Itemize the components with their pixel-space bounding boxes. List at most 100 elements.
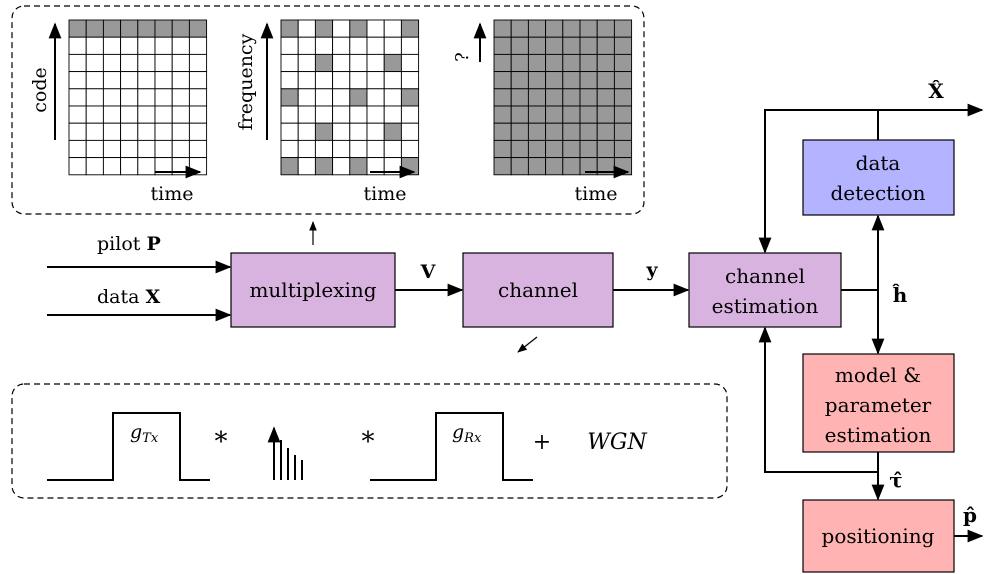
- time-label-2: time: [364, 183, 407, 205]
- grid-cell: [188, 139, 208, 159]
- grid-cell: [527, 139, 547, 159]
- grid-cell: [297, 157, 316, 176]
- grid-cell: [188, 53, 208, 73]
- grid-cell: [137, 53, 156, 73]
- channel-label: channel: [498, 278, 578, 302]
- grid-cell: [85, 53, 104, 73]
- grid-cell: [562, 157, 581, 176]
- grid-cell: [154, 53, 173, 73]
- grid-cell: [400, 53, 420, 73]
- grid-cell: [314, 139, 334, 159]
- grid-cell: [613, 19, 633, 38]
- grid-cell: [493, 19, 512, 38]
- g-tx-pulse: [47, 412, 210, 481]
- grid-cell: [510, 53, 529, 73]
- grid-cell: [280, 53, 299, 73]
- grid-cell: [579, 105, 598, 124]
- channel-estimation-label-2: estimation: [712, 294, 819, 318]
- grid-cell: [120, 139, 139, 159]
- grid-cell: [596, 53, 615, 73]
- grid-cell: [366, 19, 385, 38]
- grid-cell: [154, 139, 173, 159]
- grid-cell: [137, 88, 156, 107]
- grid-cell: [171, 139, 190, 159]
- grid-cell: [383, 53, 402, 73]
- grid-cell: [493, 157, 512, 176]
- grid-cell: [102, 88, 122, 107]
- time-label-3: time: [575, 183, 618, 205]
- grid-cell: [332, 88, 351, 107]
- grid-cell: [562, 88, 581, 107]
- x-hat-feedback-line: [758, 109, 879, 254]
- grid-cell: [493, 122, 512, 141]
- grid-cell: [383, 122, 402, 141]
- grid-cell: [400, 88, 420, 107]
- grid-cell: [154, 88, 173, 107]
- grid-cell: [154, 122, 173, 141]
- channel-estimation-label-1: channel: [725, 264, 805, 288]
- grid-cell: [68, 71, 87, 90]
- channel-model-panel: [11, 383, 728, 499]
- grid-cell: [188, 105, 208, 124]
- grid-cell: [545, 139, 564, 159]
- grid-cell: [493, 36, 512, 55]
- multiplexing-label: multiplexing: [249, 278, 376, 302]
- grid-cell: [545, 71, 564, 90]
- code-axis-label: code: [29, 67, 51, 113]
- frequency-axis-label: frequency: [235, 33, 257, 130]
- grid-cell: [596, 105, 615, 124]
- grid-cell: [613, 71, 633, 90]
- grid-cell: [613, 88, 633, 107]
- multiplexing-block: [230, 252, 396, 328]
- grid-cell: [297, 36, 316, 55]
- grid-cell: [383, 105, 402, 124]
- plus-symbol: +: [533, 430, 551, 455]
- grid-cell: [613, 36, 633, 55]
- grid-cell: [120, 36, 139, 55]
- grid-cell: [171, 19, 190, 38]
- grid-cell: [579, 36, 598, 55]
- grid-cell: [545, 53, 564, 73]
- grid-cell: [400, 122, 420, 141]
- p-hat-label: p̂: [963, 503, 977, 527]
- grid-cell: [400, 105, 420, 124]
- h-hat-label: ĥ: [892, 283, 908, 307]
- unknown-grid: [493, 19, 633, 176]
- x-hat-label: X̂: [928, 79, 944, 103]
- model-label-1: model &: [835, 363, 921, 387]
- grid-cell: [332, 105, 351, 124]
- grid-cell: [383, 71, 402, 90]
- grid-cell: [280, 71, 299, 90]
- grid-cell: [579, 88, 598, 107]
- channel-estimation-block: [688, 252, 842, 328]
- grid-cell: [171, 105, 190, 124]
- grid-cell: [314, 122, 334, 141]
- grid-cell: [579, 53, 598, 73]
- grid-cell: [383, 36, 402, 55]
- grid-cell: [297, 139, 316, 159]
- grid-cell: [332, 157, 351, 176]
- grid-cell: [493, 53, 512, 73]
- grid-cell: [562, 105, 581, 124]
- grid-cell: [188, 71, 208, 90]
- grid-cell: [85, 157, 104, 176]
- data-detection-label-1: data: [856, 151, 901, 175]
- grid-cell: [120, 53, 139, 73]
- grid-cell: [510, 122, 529, 141]
- grid-cell: [297, 19, 316, 38]
- grid-cell: [545, 157, 564, 176]
- grid-cell: [349, 19, 368, 38]
- grid-cell: [332, 71, 351, 90]
- grid-cell: [562, 36, 581, 55]
- grid-cell: [366, 105, 385, 124]
- grid-cell: [366, 71, 385, 90]
- tau-hat-label: τ̂: [889, 468, 902, 492]
- grid-cell: [545, 105, 564, 124]
- grid-cell: [579, 71, 598, 90]
- grid-cell: [137, 105, 156, 124]
- grid-cell: [545, 36, 564, 55]
- grid-cell: [562, 53, 581, 73]
- grid-cell: [297, 88, 316, 107]
- model-label-2: parameter: [825, 393, 932, 417]
- grid-cell: [280, 105, 299, 124]
